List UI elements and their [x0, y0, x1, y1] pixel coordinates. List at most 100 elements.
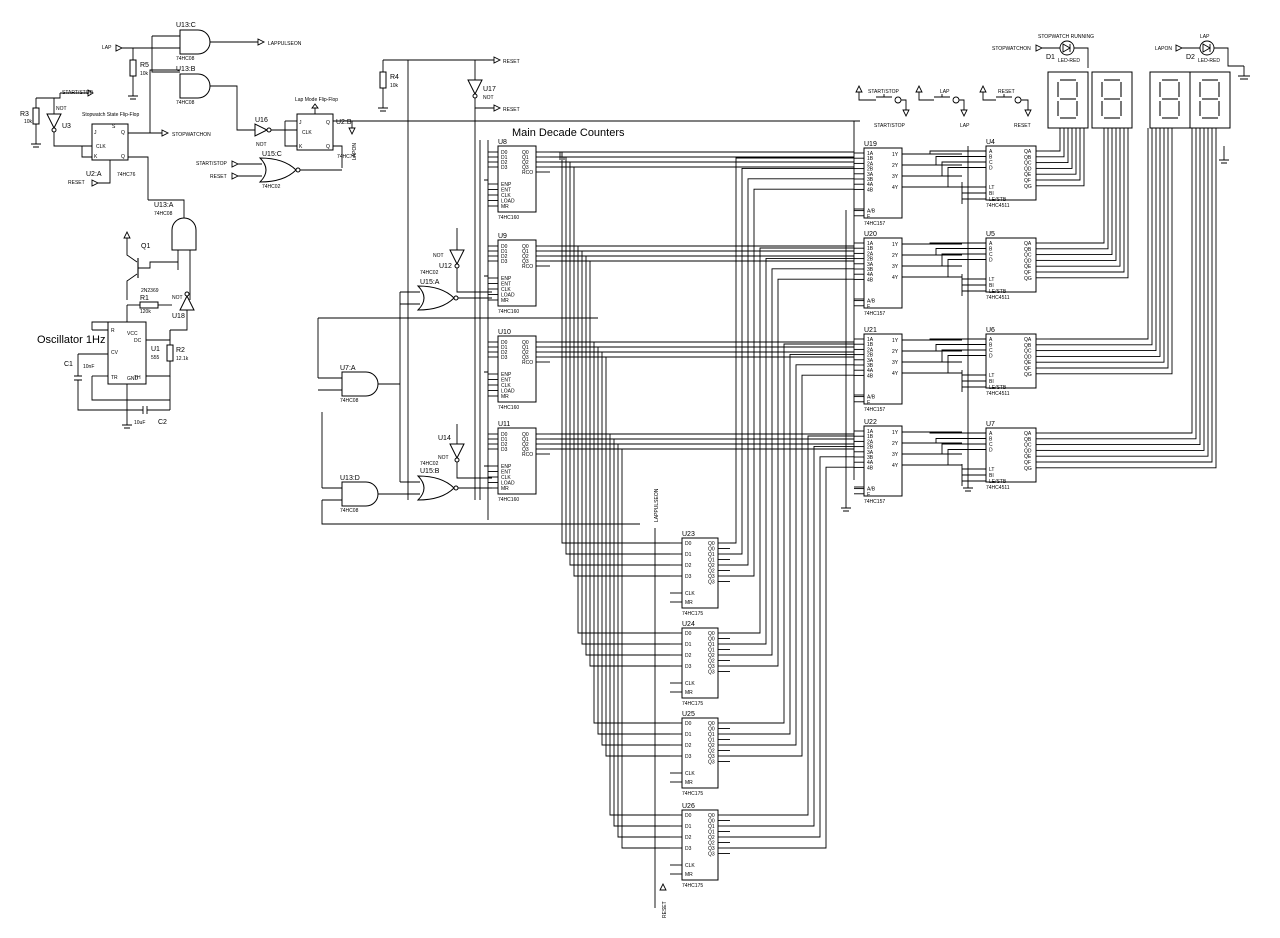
svg-text:R: R — [111, 328, 115, 334]
pin-label: 2A — [867, 439, 874, 445]
chip-type: 74HC157 — [864, 499, 885, 505]
pin-label: Q2 — [708, 563, 715, 569]
pin-label: Q0 — [708, 819, 715, 825]
pin-label: Q1 — [708, 732, 715, 738]
svg-text:555: 555 — [151, 355, 160, 361]
resistor-r3: R3 10k — [20, 93, 61, 148]
pin-label: BI — [989, 191, 994, 197]
pin-label: D3 — [501, 165, 508, 171]
pin-label: RCO — [522, 360, 533, 366]
pin-label: C — [989, 160, 993, 166]
pin-label: Q3 — [708, 760, 715, 766]
pin-label: Q1 — [708, 830, 715, 836]
pin-label: D0 — [501, 244, 508, 250]
pin-label: Q2 — [708, 743, 715, 749]
pin-label: D — [989, 258, 993, 264]
pin-label: CLK — [501, 193, 511, 199]
pin-label: D0 — [685, 813, 692, 819]
pin-label: BI — [989, 379, 994, 385]
pin-label: BI — [989, 283, 994, 289]
pin-label: Q2 — [708, 569, 715, 575]
svg-text:120k: 120k — [140, 309, 151, 315]
pin-label: Q0 — [522, 150, 529, 156]
pin-label: 4B — [867, 277, 874, 283]
svg-text:U2:A: U2:A — [86, 171, 102, 178]
pin-label: Q1 — [708, 642, 715, 648]
svg-text:10uF: 10uF — [134, 420, 145, 426]
pin-label: QG — [1024, 184, 1032, 190]
pin-label: Q0 — [708, 631, 715, 637]
pin-label: 4A — [867, 272, 874, 278]
pin-label: 1B — [867, 342, 874, 348]
oscillator-group: U13:A 74HC08 Q1 2N2369 R1 120k NOT U18 R… — [64, 199, 197, 429]
chip-name: U8 — [498, 139, 507, 146]
svg-text:TH: TH — [134, 375, 141, 381]
svg-text:74HC02: 74HC02 — [420, 270, 439, 276]
start-stop-button[interactable]: START/STOP START/STOP — [855, 84, 910, 129]
svg-text:U13:A: U13:A — [154, 202, 174, 209]
pin-label: D — [989, 448, 993, 454]
pin-label: D2 — [685, 653, 692, 659]
pin-label: D0 — [685, 721, 692, 727]
pin-label: Q3 — [522, 165, 529, 171]
mux-chips: U191A1B2A2B3A3B4A4BA/BE1Y2Y3Y4Y74HC157U2… — [854, 141, 962, 505]
chip-name: U22 — [864, 419, 877, 426]
svg-text:U17: U17 — [483, 86, 496, 93]
pin-label: 2B — [867, 167, 874, 173]
pin-label: Q0 — [522, 244, 529, 250]
chip-type: 74HC175 — [682, 883, 703, 889]
svg-text:C2: C2 — [158, 419, 167, 426]
pin-label: D0 — [501, 340, 508, 346]
svg-text:VCC: VCC — [127, 331, 138, 337]
pin-label: QB — [1024, 437, 1032, 443]
svg-text:RESET: RESET — [503, 107, 520, 113]
pin-label: QG — [1024, 372, 1032, 378]
resistor-r2 — [166, 344, 174, 362]
pin-label: D3 — [685, 664, 692, 670]
svg-text:Q: Q — [121, 154, 125, 160]
svg-text:10nF: 10nF — [83, 364, 94, 370]
pin-label: ENP — [501, 464, 512, 470]
pin-label: QA — [1024, 241, 1032, 247]
reset-button[interactable]: RESET RESET — [979, 84, 1032, 129]
pin-label: Q0 — [708, 813, 715, 819]
counter-chips: U8D0D1D2D3ENPENTCLKLOADMRQ0Q1Q2Q3RCO74HC… — [488, 139, 550, 503]
pin-label: E — [867, 400, 871, 406]
pin-label: Q0 — [708, 727, 715, 733]
pin-label: A/B — [867, 209, 876, 215]
bus-wiring — [479, 121, 1229, 849]
pin-label: 3A — [867, 358, 874, 364]
pin-label: Q3 — [708, 670, 715, 676]
pin-label: B — [989, 247, 993, 253]
pin-label: 2Y — [892, 441, 899, 447]
pin-label: CLK — [501, 475, 511, 481]
pin-label: Q2 — [708, 841, 715, 847]
pin-label: Q3 — [522, 447, 529, 453]
seven-segment-digit-2 — [1091, 71, 1133, 129]
pin-label: CLK — [685, 863, 695, 869]
lap-pulse-on-label: LAPPULSEON — [268, 41, 302, 47]
pin-label: Q3 — [708, 846, 715, 852]
pin-label: D1 — [501, 155, 508, 161]
pin-label: B — [989, 343, 993, 349]
pin-label: MR — [501, 298, 509, 304]
pin-label: ENT — [501, 378, 511, 384]
chip-type: 74HC160 — [498, 405, 519, 411]
svg-text:74HC02: 74HC02 — [262, 184, 281, 190]
pin-label: D2 — [501, 160, 508, 166]
svg-text:U14: U14 — [438, 435, 451, 442]
svg-text:LAP: LAP — [940, 89, 950, 95]
pin-label: LT — [989, 185, 994, 191]
chip-name: U5 — [986, 231, 995, 238]
svg-text:LAP: LAP — [960, 123, 970, 129]
pin-label: D0 — [685, 631, 692, 637]
lap-button[interactable]: LAP LAP — [915, 84, 970, 129]
pin-label: 2A — [867, 161, 874, 167]
